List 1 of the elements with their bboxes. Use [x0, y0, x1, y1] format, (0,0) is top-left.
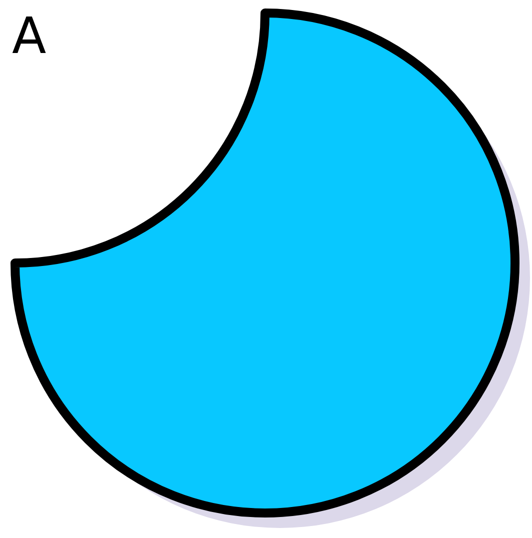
panel-letter: A [12, 10, 46, 62]
